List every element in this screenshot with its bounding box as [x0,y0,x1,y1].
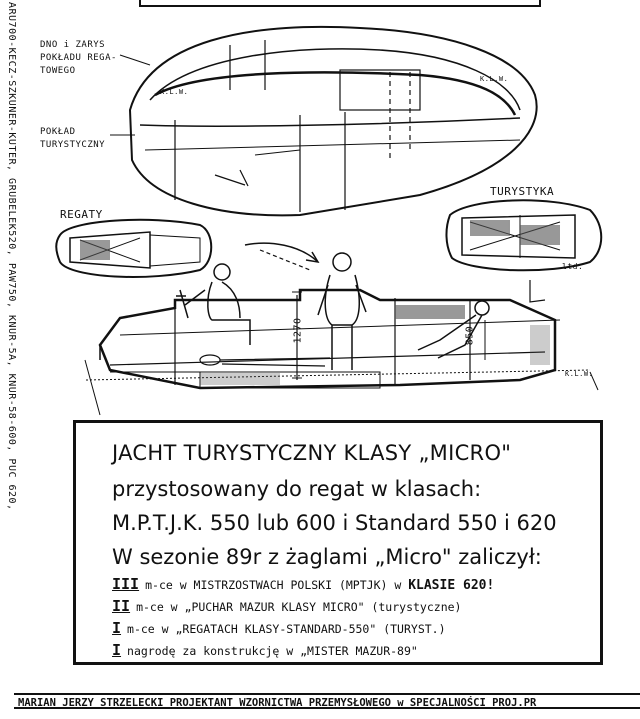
standing-figure [317,252,367,370]
label-turystyka: TURYSTYKA [490,185,555,198]
title-line-3: M.P.T.J.K. 550 lub 600 i Standard 550 i … [112,511,557,535]
label-touring-deck-2: TURYSTYCZNY [40,140,106,150]
lying-figure [199,354,331,367]
award-rank: I [112,641,122,659]
award-row: III m-ce w MISTRZOSTWACH POLSKI (MPTJK) w… [112,575,494,593]
award-text: m-ce w „REGATACH KLASY-STANDARD-550" (TU… [127,622,446,636]
title-line-2: przystosowany do regat w klasach: [112,477,482,501]
award-text: nagrodę za konstrukcję w „MISTER MAZUR-8… [127,644,418,658]
designer-footer: MARIAN JERZY STRZELECKI PROJEKTANT WZORN… [14,693,640,709]
label-klw-mid: K.L.W. [480,75,509,83]
regatta-layout-plan [55,218,213,278]
award-rank: II [112,597,131,615]
award-rank: I [112,619,122,637]
title-line-1: JACHT TURYSTYCZNY KLASY „MICRO" [112,441,512,465]
label-regaty: REGATY [60,208,103,221]
label-deck-outline-1: DNO i ZARYS [40,40,106,50]
title-box: JACHT TURYSTYCZNY KLASY „MICRO" przystos… [73,420,603,665]
label-deck-outline-2: POKŁADU REGA- [40,53,117,63]
label-klw-bottom: K.L.W. [565,370,594,378]
award-row: II m-ce w „PUCHAR MAZUR KLASY MICRO" (tur… [112,597,461,615]
award-rank: III [112,575,140,593]
label-klw-top: K.L.W. [160,88,189,96]
sidebar-design-list: ARU700-KECZ-SZKUNER-KUTER, GRUBELEK520, … [6,2,17,511]
label-deck-outline-3: TOWEGO [40,66,76,76]
side-profile-hull [84,280,599,416]
plan-view-hull [128,25,538,217]
dimension-850: 850 [464,325,476,346]
award-highlight: KLASIE 620! [408,578,495,593]
award-text: m-ce w MISTRZOSTWACH POLSKI (MPTJK) w [145,578,409,592]
title-line-4: W sezonie 89r z żaglami „Micro" zaliczył… [112,545,542,569]
sitting-figure [176,263,251,345]
reclining-figure [417,300,490,359]
dimension-1270: 1270 [292,317,304,344]
label-touring-deck-1: POKŁAD [40,127,76,137]
label-ltd: ltd. [562,262,584,271]
award-text: m-ce w „PUCHAR MAZUR KLASY MICRO" (turys… [136,600,462,614]
